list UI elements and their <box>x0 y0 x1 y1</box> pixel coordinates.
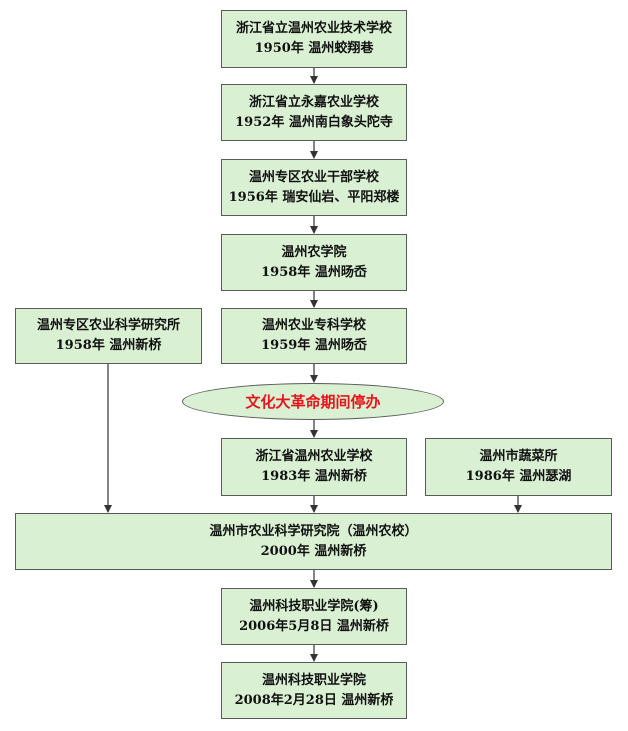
node-name: 温州农学院 <box>281 244 347 260</box>
node-year-location: 1983年 温州新桥 <box>261 469 367 484</box>
node-agri-academy: 温州市农业科学研究院（温州农校） 2000年 温州新桥 <box>15 513 612 570</box>
node-name: 温州专区农业科学研究所 <box>36 318 180 333</box>
node-year-location: 1950年 温州蛟翔巷 <box>254 41 374 56</box>
node-year-location: 1986年 温州瑟湖 <box>465 469 572 484</box>
node-vtc: 温州科技职业学院 2008年2月28日 温州新桥 <box>221 662 407 719</box>
node-name: 浙江省立永嘉农业学校 <box>248 94 379 110</box>
node-name: 温州农业专科学校 <box>261 318 366 333</box>
node-name: 浙江省温州农业学校 <box>255 449 373 464</box>
node-agri-institute: 温州专区农业科学研究所 1958年 温州新桥 <box>15 308 202 364</box>
node-yongjia-agri-school: 浙江省立永嘉农业学校 1952年 温州南白象头陀寺 <box>221 84 407 141</box>
node-agri-college: 温州农学院 1958年 温州旸岙 <box>221 234 407 291</box>
node-zj-wz-agri-school: 浙江省温州农业学校 1983年 温州新桥 <box>221 438 407 496</box>
node-vtc-prep: 温州科技职业学院(筹) 2006年5月8日 温州新桥 <box>221 588 407 645</box>
node-name: 浙江省立温州农业技术学校 <box>235 21 392 36</box>
node-name: 温州市蔬菜所 <box>479 449 558 464</box>
node-year-location: 1958年 温州旸岙 <box>261 264 367 280</box>
node-name: 温州科技职业学院(筹) <box>249 598 379 614</box>
node-name: 温州市农业科学研究院（温州农校） <box>209 523 418 539</box>
node-vegetable-institute: 温州市蔬菜所 1986年 温州瑟湖 <box>425 438 612 496</box>
suspension-text: 文化大革命期间停办 <box>245 393 381 411</box>
node-cadre-school: 温州专区农业干部学校 1956年 瑞安仙岩、平阳郑楼 <box>221 159 407 216</box>
node-name: 温州专区农业干部学校 <box>248 169 379 185</box>
node-zj-agri-tech-school: 浙江省立温州农业技术学校 1950年 温州蛟翔巷 <box>221 10 407 68</box>
suspension-ellipse: 文化大革命期间停办 <box>182 383 444 420</box>
node-year-location: 2006年5月8日 温州新桥 <box>239 618 389 634</box>
node-year-location: 1959年 温州旸岙 <box>261 338 367 353</box>
node-year-location: 2000年 温州新桥 <box>260 543 367 559</box>
node-year-location: 1956年 瑞安仙岩、平阳郑楼 <box>228 189 400 205</box>
node-year-location: 1958年 温州新桥 <box>55 338 162 353</box>
node-year-location: 1952年 温州南白象头陀寺 <box>235 114 393 130</box>
node-agri-vocational-school: 温州农业专科学校 1959年 温州旸岙 <box>221 308 407 364</box>
node-year-location: 2008年2月28日 温州新桥 <box>234 692 394 708</box>
node-name: 温州科技职业学院 <box>261 672 366 688</box>
